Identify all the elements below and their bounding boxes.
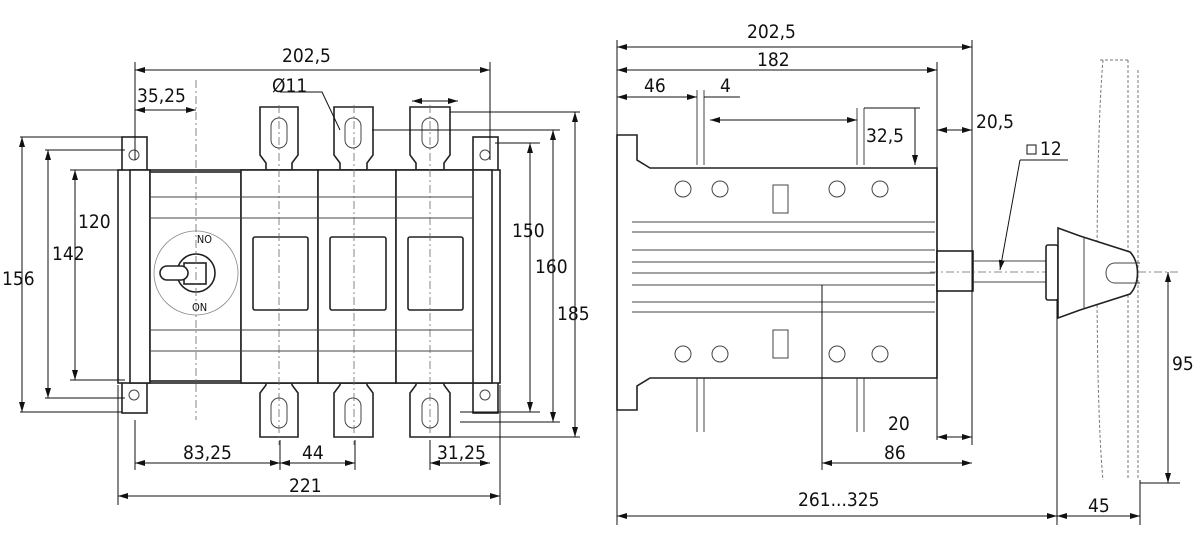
pole-window-1 xyxy=(252,236,309,311)
dimensions-front xyxy=(19,62,580,505)
dim-150: 150 xyxy=(512,220,545,242)
dim-221: 221 xyxy=(289,475,322,497)
pole-window-2 xyxy=(329,236,387,311)
dim-95: 95 xyxy=(1172,353,1194,375)
dim-35-25: 35,25 xyxy=(137,85,186,107)
dim-142: 142 xyxy=(52,243,85,265)
dim-160: 160 xyxy=(535,256,568,278)
bottom-terminals xyxy=(259,382,451,438)
square-shaft-icon xyxy=(1026,144,1037,155)
pole-window-3 xyxy=(407,236,464,311)
dim-46: 46 xyxy=(644,75,666,97)
dim-202-5-front: 202,5 xyxy=(282,45,331,67)
dim-20: 20 xyxy=(888,413,910,435)
dim-86: 86 xyxy=(884,442,906,464)
dimension-labels-front: 202,5 Ø11 35,25 120 142 156 150 160 185 … xyxy=(2,45,590,497)
dim-32-5: 32,5 xyxy=(866,125,904,147)
door-handle xyxy=(1045,226,1140,320)
handle-mark-bottom: ON xyxy=(192,301,207,314)
side-view: 202,5 182 46 4 32,5 20,5 12 20 86 261...… xyxy=(616,21,1194,525)
handle-mark-top: ON xyxy=(197,232,212,245)
dim-hole-diameter: Ø11 xyxy=(272,75,307,97)
dim-20-5: 20,5 xyxy=(976,111,1014,133)
dim-shaft-square: 12 xyxy=(1040,138,1062,160)
dimension-labels-side: 202,5 182 46 4 32,5 20,5 12 20 86 261...… xyxy=(644,21,1194,517)
dim-31-25: 31,25 xyxy=(437,442,486,464)
dim-156: 156 xyxy=(2,268,35,290)
dim-261-325: 261...325 xyxy=(798,489,880,511)
dim-182: 182 xyxy=(757,49,790,71)
dimensions-side xyxy=(616,40,1180,525)
switch-body xyxy=(117,169,501,384)
dim-44: 44 xyxy=(302,442,324,464)
dim-120: 120 xyxy=(78,211,111,233)
dim-185: 185 xyxy=(557,303,590,325)
top-terminals xyxy=(259,106,451,171)
dim-45: 45 xyxy=(1088,495,1110,517)
dim-83-25: 83,25 xyxy=(183,442,232,464)
dim-4: 4 xyxy=(720,75,731,97)
front-view: ON ON 202,5 Ø11 xyxy=(2,45,590,505)
mounting-tabs xyxy=(121,136,499,414)
side-screws xyxy=(674,180,889,363)
dim-202-5-side: 202,5 xyxy=(747,21,796,43)
terminal-pins xyxy=(696,90,865,432)
